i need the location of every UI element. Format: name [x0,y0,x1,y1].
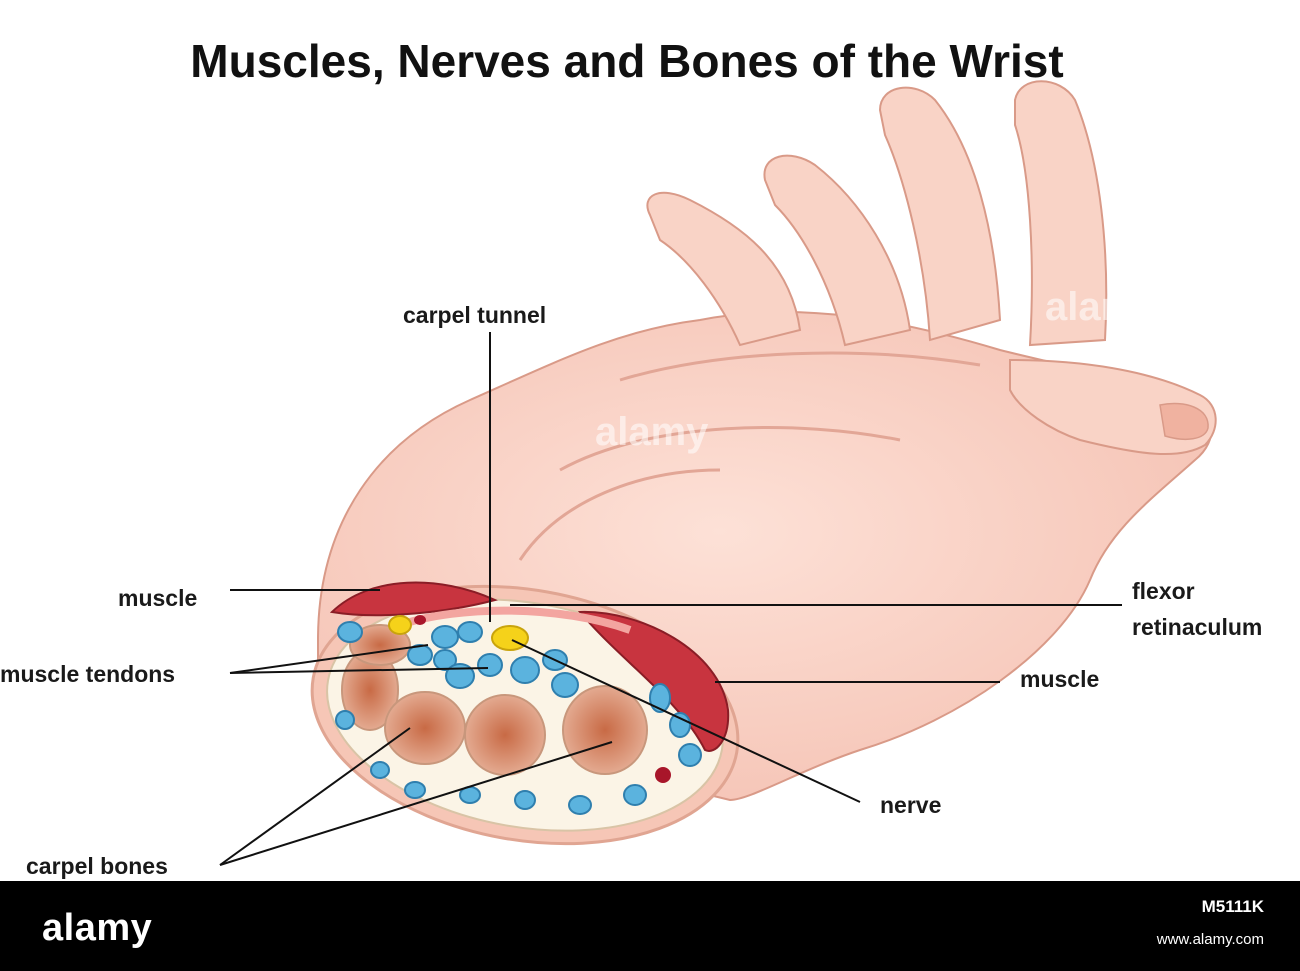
label-carpel-tunnel: carpel tunnel [403,302,546,328]
label-retinaculum: retinaculum [1132,614,1262,640]
watermark: alamy [1045,285,1158,330]
label-muscle-left: muscle [118,585,197,611]
label-carpel-bones: carpel bones [26,853,168,879]
label-nerve: nerve [880,792,941,818]
median-nerve [492,626,528,650]
label-muscle-tendons: muscle tendons [0,661,175,687]
footer-bar: alamy M5111K www.alamy.com [0,881,1300,971]
label-flexor: flexor [1132,578,1195,604]
label-muscle-right: muscle [1020,666,1099,692]
watermark: alamy [595,410,708,455]
image-id: M5111K [1202,897,1264,917]
site-url: www.alamy.com [1157,931,1264,948]
brand-logo: alamy [42,907,152,950]
